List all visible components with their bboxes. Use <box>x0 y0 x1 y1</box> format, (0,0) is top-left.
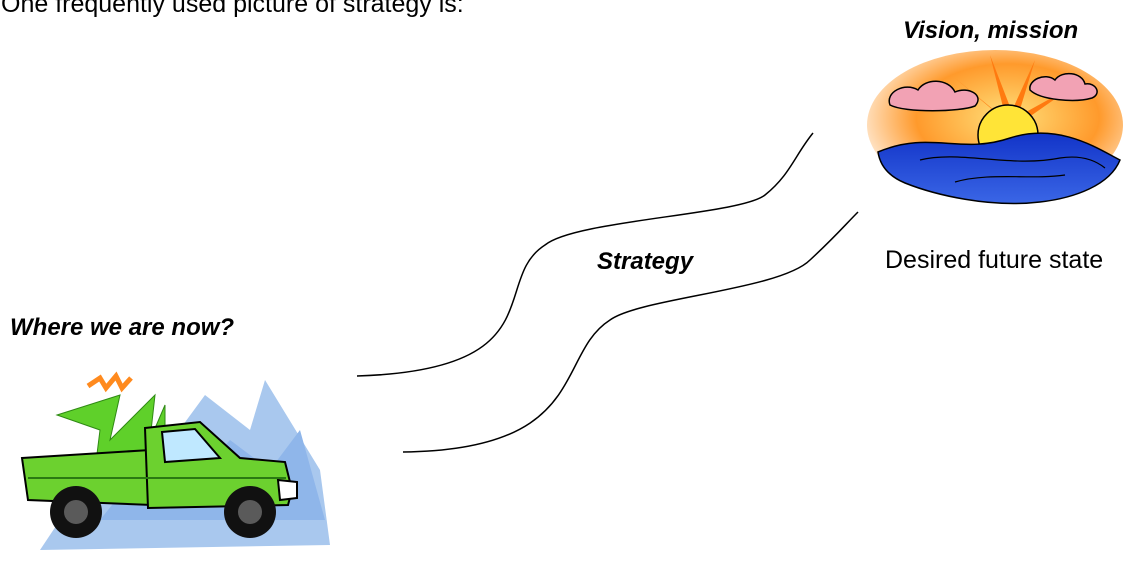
pickup-truck-icon <box>20 371 330 550</box>
where-label: Where we are now? <box>10 314 235 341</box>
sunrise-landscape-icon <box>867 50 1123 205</box>
vision-label: Vision, mission <box>903 17 1079 44</box>
intro-text: One frequently used picture of strategy … <box>1 0 464 18</box>
road-edge-upper <box>356 132 814 377</box>
road-edge-lower <box>402 211 859 453</box>
desired-label: Desired future state <box>885 246 1104 274</box>
strategy-label: Strategy <box>597 248 694 275</box>
